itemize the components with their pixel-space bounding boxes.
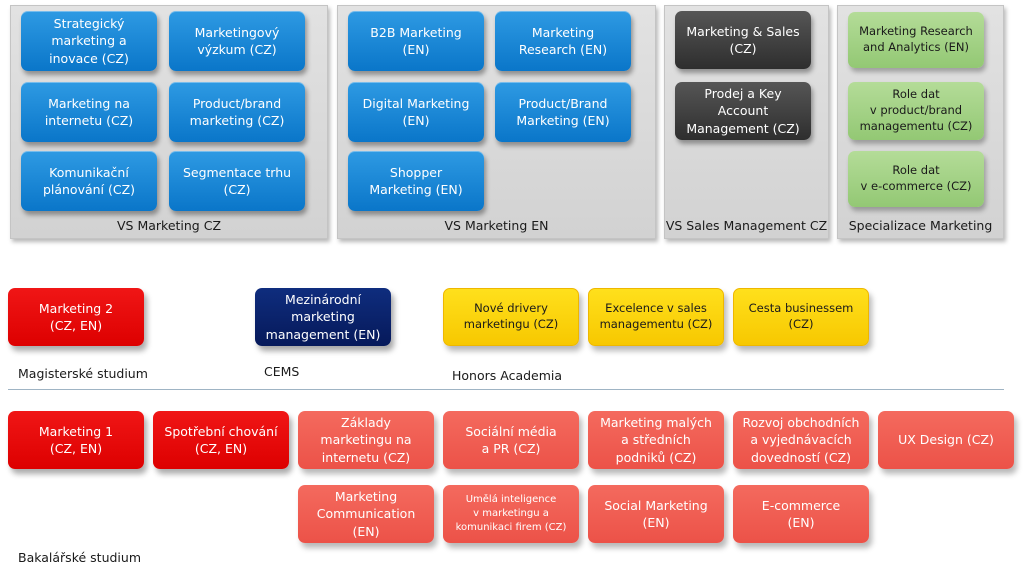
course-social-marketing[interactable]: Social Marketing (EN) <box>588 485 724 543</box>
course-cesta-businessem[interactable]: Cesta businessem (CZ) <box>733 288 869 346</box>
course-segmentace-trhu[interactable]: Segmentace trhu (CZ) <box>169 151 305 211</box>
course-product-brand-marketing-en[interactable]: Product/Brand Marketing (EN) <box>495 82 631 142</box>
course-marketingovy-vyzkum[interactable]: Marketingový výzkum (CZ) <box>169 11 305 71</box>
label-honors-academia: Honors Academia <box>452 368 563 383</box>
course-digital-marketing[interactable]: Digital Marketing (EN) <box>348 82 484 142</box>
course-e-commerce[interactable]: E-commerce (EN) <box>733 485 869 543</box>
course-marketing-na-internetu[interactable]: Marketing na internetu (CZ) <box>21 82 157 142</box>
course-shopper-marketing[interactable]: Shopper Marketing (EN) <box>348 151 484 211</box>
course-role-dat-e-commerce[interactable]: Role dat v e-commerce (CZ) <box>848 151 984 207</box>
program-mezinarodni-marketing-management[interactable]: Mezinárodní marketing management (EN) <box>255 288 391 346</box>
panel-label-specializace-marketing: Specializace Marketing <box>848 218 993 233</box>
program-marketing-2[interactable]: Marketing 2 (CZ, EN) <box>8 288 144 346</box>
course-spotrebni-chovani[interactable]: Spotřební chování (CZ, EN) <box>153 411 289 469</box>
course-excelence-v-sales[interactable]: Excelence v sales managementu (CZ) <box>588 288 724 346</box>
panel-label-vs-marketing-en: VS Marketing EN <box>444 218 549 233</box>
course-prodej-key-account[interactable]: Prodej a Key Account Management (CZ) <box>675 82 811 140</box>
course-nove-drivery-marketingu[interactable]: Nové drivery marketingu (CZ) <box>443 288 579 346</box>
course-zaklady-marketingu-na-internetu[interactable]: Základy marketingu na internetu (CZ) <box>298 411 434 469</box>
course-umela-inteligence-v-marketingu[interactable]: Umělá inteligence v marketingu a komunik… <box>443 485 579 543</box>
course-rozvoj-obchodnich-dovednosti[interactable]: Rozvoj obchodních a vyjednávacích dovedn… <box>733 411 869 469</box>
panel-label-vs-marketing-cz: VS Marketing CZ <box>116 218 222 233</box>
course-marketing-communication[interactable]: Marketing Communication (EN) <box>298 485 434 543</box>
label-bakalarske-studium: Bakalářské studium <box>18 550 141 565</box>
course-product-brand-marketing-cz[interactable]: Product/brand marketing (CZ) <box>169 82 305 142</box>
panel-specializace-marketing: Marketing Research and Analytics (EN) Ro… <box>837 5 1004 239</box>
label-magisterske-studium: Magisterské studium <box>18 366 148 381</box>
panel-label-vs-sales-management: VS Sales Management CZ <box>665 218 828 233</box>
course-marketing-research-en[interactable]: Marketing Research (EN) <box>495 11 631 71</box>
course-strategicky-marketing[interactable]: Strategický marketing a inovace (CZ) <box>21 11 157 71</box>
course-ux-design[interactable]: UX Design (CZ) <box>878 411 1014 469</box>
course-marketing-and-sales[interactable]: Marketing & Sales (CZ) <box>675 11 811 69</box>
divider-line <box>8 389 1004 390</box>
course-marketing-research-analytics[interactable]: Marketing Research and Analytics (EN) <box>848 12 984 68</box>
label-cems: CEMS <box>264 364 300 379</box>
course-komunikacni-planovani[interactable]: Komunikační plánování (CZ) <box>21 151 157 211</box>
panel-vs-marketing-en: B2B Marketing (EN) Marketing Research (E… <box>337 5 656 239</box>
course-socialni-media-a-pr[interactable]: Sociální média a PR (CZ) <box>443 411 579 469</box>
panel-vs-sales-management: Marketing & Sales (CZ) Prodej a Key Acco… <box>664 5 829 239</box>
program-marketing-1[interactable]: Marketing 1 (CZ, EN) <box>8 411 144 469</box>
course-marketing-malych-a-strednich-podniku[interactable]: Marketing malých a středních podniků (CZ… <box>588 411 724 469</box>
course-role-dat-product-brand[interactable]: Role dat v product/brand managementu (CZ… <box>848 82 984 140</box>
course-b2b-marketing[interactable]: B2B Marketing (EN) <box>348 11 484 71</box>
panel-vs-marketing-cz: Strategický marketing a inovace (CZ) Mar… <box>10 5 328 239</box>
